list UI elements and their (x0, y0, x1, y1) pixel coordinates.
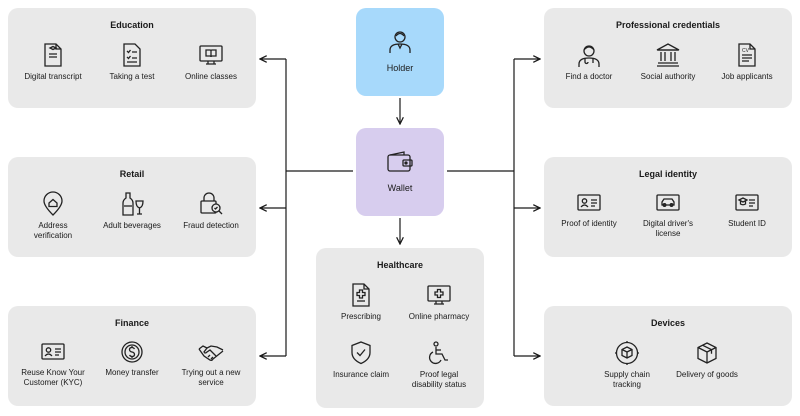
healthcare-item-insurance: Insurance claim (316, 340, 406, 380)
education-title: Education (110, 20, 154, 30)
devices-item-label: Delivery of goods (676, 370, 738, 379)
shield-check-icon (351, 341, 371, 365)
professional-title: Professional credentials (615, 20, 721, 30)
devices-item-supply-chain: Supply chain tracking (582, 340, 672, 390)
finance-title: Finance (114, 318, 149, 328)
location-pin-icon (43, 191, 63, 216)
education-item-label: Digital transcript (24, 72, 82, 81)
legal-item-student-id: Student ID (702, 191, 792, 229)
retail-box: Retail Address verification Adult bevera… (8, 157, 256, 257)
bottle-glass-icon (122, 192, 144, 216)
devices-item-label: Supply chain tracking (604, 370, 650, 389)
legal-title: Legal identity (638, 169, 697, 179)
finance-item-label: Reuse Know Your Customer (KYC) (21, 368, 85, 387)
healthcare-item-label: Online pharmacy (408, 312, 470, 321)
healthcare-item-label: Proof legal disability status (411, 370, 467, 389)
person-icon (389, 31, 411, 53)
monitor-medical-icon (427, 285, 451, 305)
certificate-document-icon (44, 43, 62, 67)
finance-box: Finance Reuse Know Your Customer (KYC) M… (8, 306, 256, 406)
legal-item-label: Proof of identity (561, 219, 617, 228)
lock-search-icon (200, 192, 223, 215)
retail-item-fraud: Fraud detection (166, 191, 256, 231)
id-card-icon (577, 194, 601, 211)
professional-item-job: CV Job applicants (702, 42, 792, 82)
box-tracking-icon (615, 341, 639, 365)
education-item-label: Online classes (184, 72, 238, 81)
professional-item-label: Find a doctor (565, 72, 613, 81)
finance-item-kyc: Reuse Know Your Customer (KYC) (8, 340, 98, 388)
professional-item-label: Social authority (640, 72, 696, 81)
professional-item-label: Job applicants (721, 72, 773, 81)
professional-item-doctor: Find a doctor (544, 42, 634, 82)
healthcare-title: Healthcare (376, 260, 424, 270)
healthcare-box: Healthcare Prescribing Online pharmacy I… (316, 248, 484, 408)
healthcare-item-prescribing: Prescribing (316, 282, 406, 322)
education-item-taking-test: Taking a test (87, 42, 177, 82)
holder-node: Holder (356, 8, 444, 96)
finance-item-label: Trying out a new service (181, 368, 241, 387)
healthcare-item-disability: Proof legal disability status (394, 340, 484, 390)
retail-item-address: Address verification (8, 191, 98, 241)
id-card-icon (41, 343, 65, 360)
devices-item-delivery: Delivery of goods (662, 340, 752, 380)
car-card-icon (656, 194, 680, 211)
education-item-digital-transcript: Digital transcript (8, 42, 98, 82)
monitor-book-icon (199, 45, 223, 65)
handshake-icon (198, 345, 224, 361)
professional-box: Professional credentials Find a doctor S… (544, 8, 792, 108)
retail-item-beverages: Adult beverages (87, 191, 177, 231)
legal-item-proof: Proof of identity (544, 191, 634, 229)
finance-item-money-transfer: Money transfer (87, 340, 177, 378)
education-item-online-classes: Online classes (166, 42, 256, 82)
devices-title: Devices (650, 318, 686, 328)
prescription-icon (352, 283, 370, 307)
government-building-icon (656, 43, 680, 67)
retail-item-label: Adult beverages (103, 221, 161, 230)
legal-item-label: Digital driver's license (643, 219, 693, 238)
wallet-label: Wallet (387, 183, 413, 193)
retail-item-label: Address verification (33, 221, 73, 240)
healthcare-item-label: Prescribing (340, 312, 381, 321)
devices-box: Devices Supply chain tracking Delivery o… (544, 306, 792, 406)
student-card-icon (735, 194, 759, 211)
wheelchair-icon (429, 341, 448, 364)
retail-title: Retail (119, 169, 145, 179)
education-box: Education Digital transcript Taking a te… (8, 8, 256, 108)
cv-document-icon: CV (738, 43, 756, 67)
wallet-icon (387, 151, 413, 172)
legal-item-drivers-license: Digital driver's license (623, 191, 713, 239)
wallet-node: Wallet (356, 128, 444, 216)
healthcare-item-label: Insurance claim (332, 370, 390, 379)
healthcare-item-pharmacy: Online pharmacy (394, 282, 484, 322)
legal-item-label: Student ID (728, 219, 766, 228)
dollar-coin-icon (121, 341, 143, 363)
finance-item-label: Money transfer (105, 368, 159, 377)
doctor-icon (578, 45, 600, 67)
education-item-label: Taking a test (109, 72, 155, 81)
holder-label: Holder (386, 63, 414, 73)
professional-item-social: Social authority (623, 42, 713, 82)
retail-item-label: Fraud detection (183, 221, 239, 230)
checklist-document-icon (123, 43, 141, 67)
finance-item-new-service: Trying out a new service (166, 340, 256, 388)
legal-box: Legal identity Proof of identity Digital… (544, 157, 792, 257)
svg-text:CV: CV (742, 48, 750, 54)
package-icon (697, 342, 717, 364)
